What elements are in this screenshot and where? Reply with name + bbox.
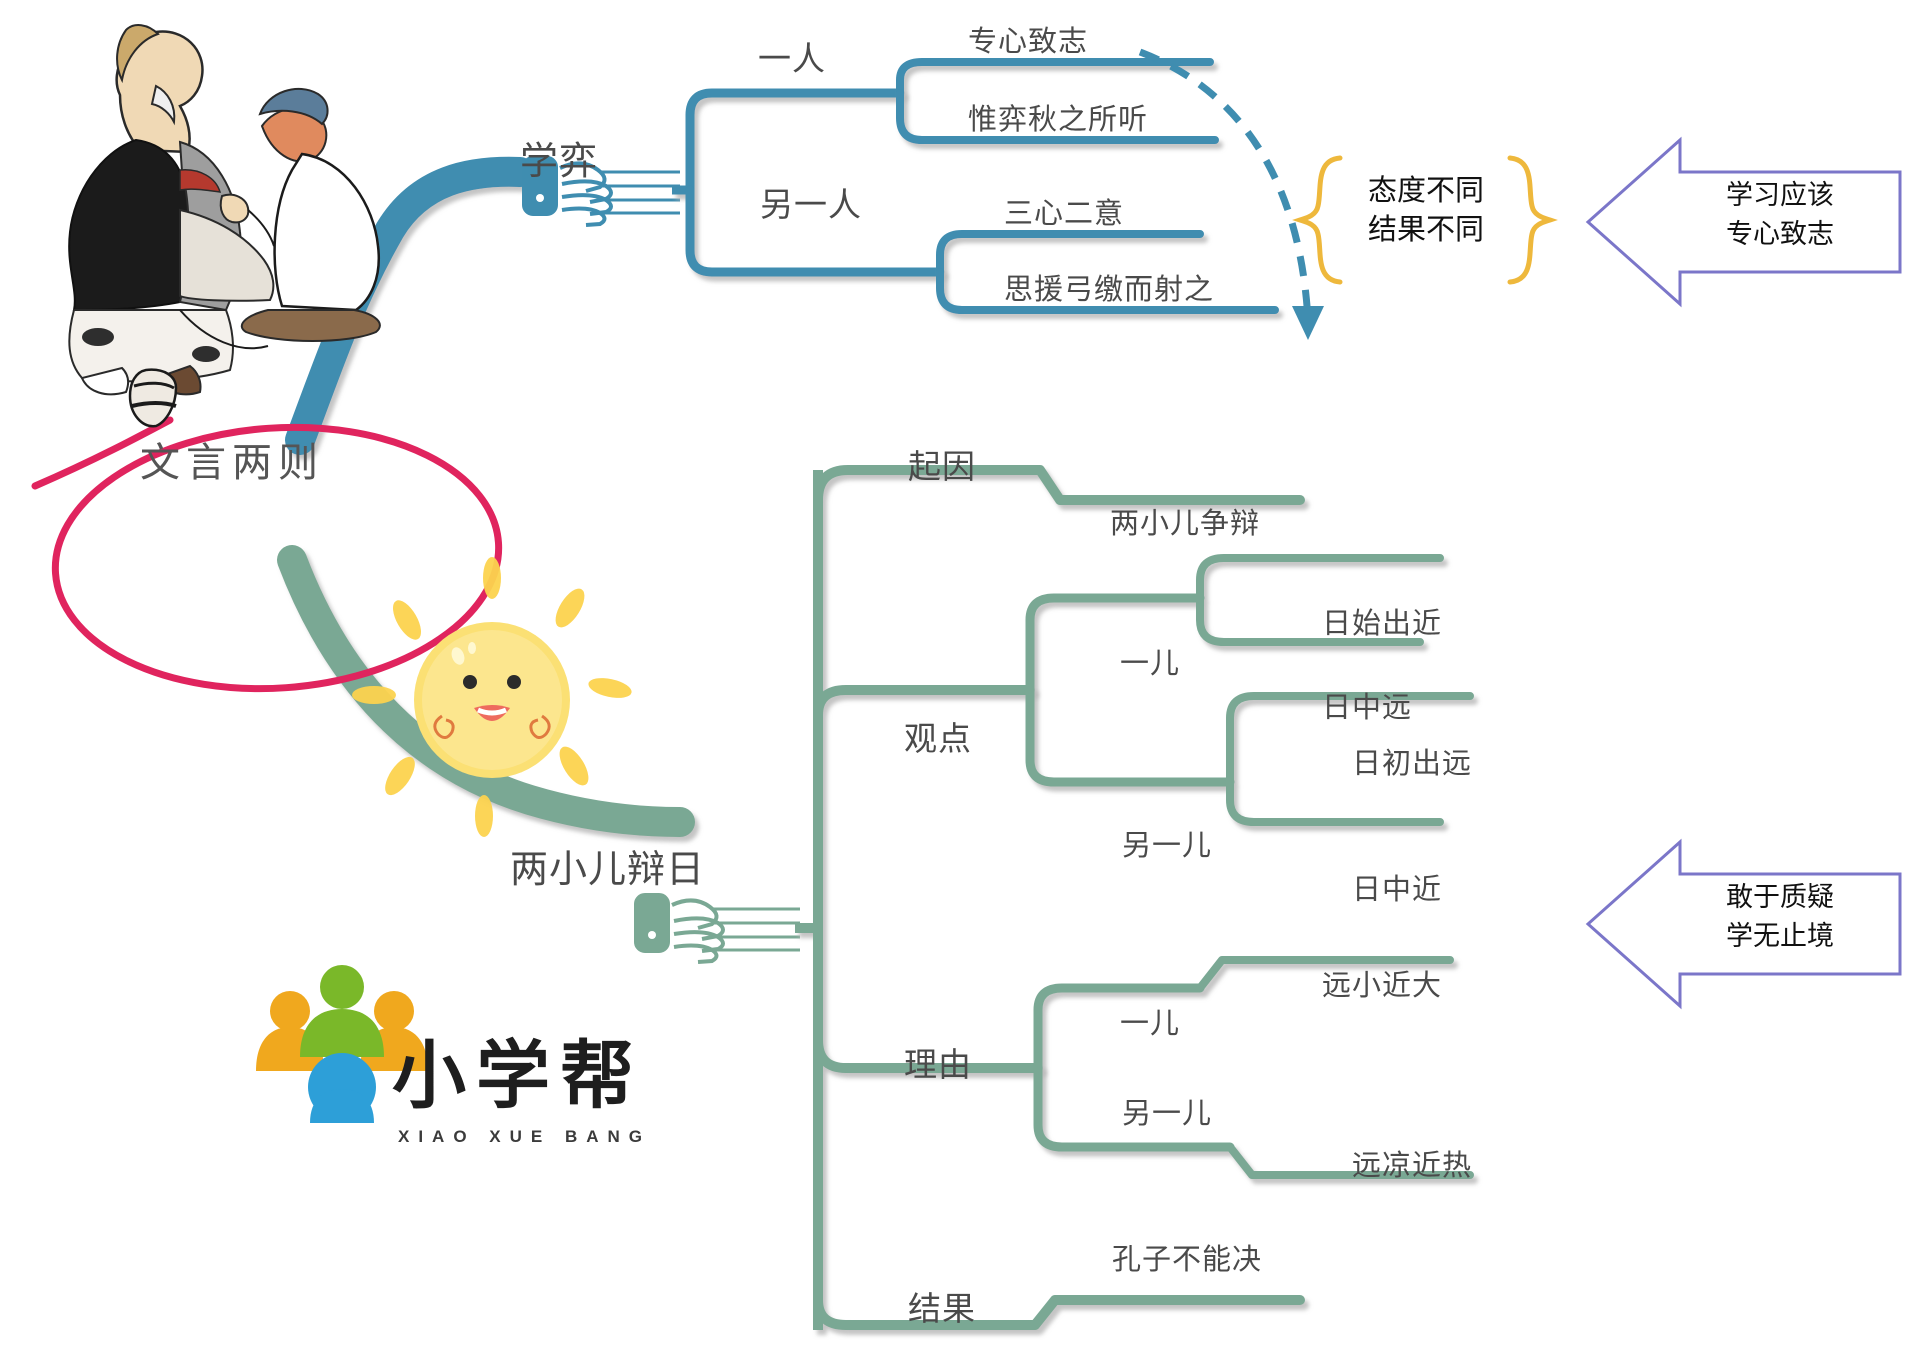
brace-line-1: 态度不同 — [1367, 175, 1484, 207]
brand-title: 小学帮 — [392, 1034, 644, 1117]
leaf-label-richuchuyuan[interactable]: 日初出远 — [1352, 748, 1473, 780]
branch-liyou-subfork — [1033, 956, 1474, 1179]
arrow-bottom-line-2: 学无止境 — [1726, 921, 1834, 952]
leaf-label-rishichujin[interactable]: 日始出近 — [1322, 608, 1443, 640]
brace-line-2: 结果不同 — [1367, 214, 1484, 247]
leaf-label-kongzibunengjue[interactable]: 孔子不能决 — [1112, 1244, 1263, 1276]
leaf-label-weiyiqiuzhisuoting[interactable]: 惟弈秋之所听 — [968, 104, 1149, 136]
branch-lingyiren-leaves — [936, 230, 1279, 314]
arrow-bottom-line-1: 敢于质疑 — [1726, 882, 1834, 912]
branch-liangxiaoer-spine — [795, 465, 1305, 1330]
branch-label-liangxiaoer[interactable]: 两小儿辩日 — [510, 849, 706, 891]
node-label-yiren[interactable]: 一人 — [758, 42, 826, 78]
node-label-liyou[interactable]: 理由 — [904, 1048, 972, 1084]
branch-label-xueyi[interactable]: 学弈 — [520, 141, 599, 183]
orange-brace-right — [1507, 155, 1558, 285]
node-label-jieguo[interactable]: 结果 — [908, 1292, 976, 1328]
hand-connector-bottom-icon — [634, 893, 800, 964]
center-node-label[interactable]: 文言两则 — [140, 440, 324, 485]
node-label-qiyin[interactable]: 起因 — [908, 450, 976, 486]
orange-brace-left — [1292, 155, 1343, 285]
arrow-top-line-2: 专心致志 — [1726, 219, 1834, 250]
arrow-top-line-1: 学习应该 — [1726, 180, 1834, 210]
node-label-liyou-yier[interactable]: 一儿 — [1120, 1008, 1181, 1040]
arrow-top-annotation[interactable]: 学习应该 专心致志 — [1680, 176, 1880, 254]
node-label-liyou-lingyier[interactable]: 另一儿 — [1122, 1098, 1213, 1130]
brand-logo-text: 小学帮 XIAO XUE BANG — [392, 1016, 651, 1147]
leaf-label-zhuanxinzhizhi[interactable]: 专心致志 — [968, 26, 1089, 58]
arrow-top-shape — [1585, 136, 1902, 308]
node-label-guandian-yier[interactable]: 一儿 — [1120, 648, 1181, 680]
branch-yiren-leaves — [896, 58, 1219, 144]
branch-guandian-subfork — [1025, 554, 1474, 826]
leaf-label-liangxiaoerzhengbian[interactable]: 两小儿争辩 — [1110, 508, 1261, 540]
leaf-label-rizhongyuan[interactable]: 日中远 — [1322, 692, 1413, 724]
brace-annotation: 态度不同 结果不同 — [1340, 172, 1512, 250]
node-label-lingyiren[interactable]: 另一人 — [760, 188, 862, 224]
arrow-bottom-shape — [1585, 838, 1902, 1010]
branch-trunk-liangxiaoer — [277, 545, 695, 837]
node-label-guandian-lingyier[interactable]: 另一儿 — [1122, 830, 1213, 862]
branch-xueyi-fork — [672, 88, 945, 277]
leaf-label-siyuangongjiaoershezhi[interactable]: 思援弓缴而射之 — [1004, 274, 1215, 306]
node-label-guandian[interactable]: 观点 — [904, 722, 972, 758]
dashed-comparison-arrow — [1138, 48, 1324, 340]
leaf-label-sanxinerji[interactable]: 三心二意 — [1004, 198, 1125, 230]
arrow-bottom-annotation[interactable]: 敢于质疑 学无止境 — [1680, 878, 1880, 956]
hand-connector-top-icon — [522, 156, 680, 227]
branch-trunk-xueyi — [285, 156, 535, 455]
leaf-label-rizhongjin[interactable]: 日中近 — [1352, 874, 1443, 906]
leaf-label-yuanliangjinre[interactable]: 远凉近热 — [1352, 1150, 1473, 1182]
brand-subtitle: XIAO XUE BANG — [398, 1127, 652, 1146]
leaf-label-yuanxiaojinda[interactable]: 远小近大 — [1322, 970, 1443, 1002]
